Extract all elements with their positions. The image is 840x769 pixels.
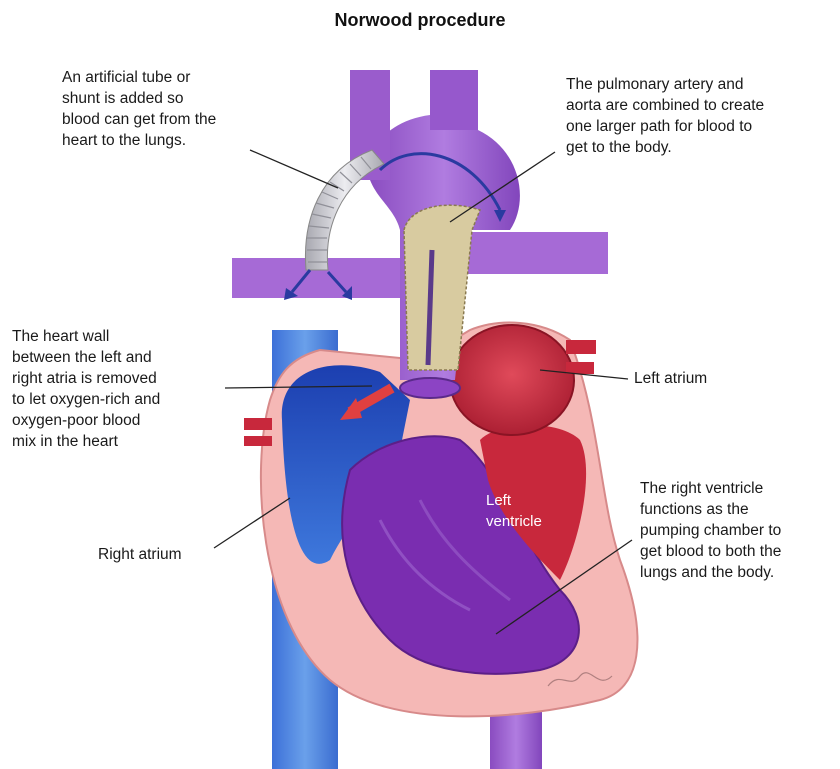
label-pulmonary-aorta: The pulmonary artery and aorta are combi…: [566, 74, 836, 158]
label-shunt: An artificial tube or shunt is added so …: [62, 67, 302, 151]
label-heart-wall: The heart wall between the left and righ…: [12, 326, 232, 452]
valve-ring: [400, 378, 460, 398]
label-right-atrium: Right atrium: [98, 544, 238, 565]
label-left-atrium: Left atrium: [634, 368, 794, 389]
page-title: Norwood procedure: [0, 10, 840, 31]
bt-shunt: [305, 150, 384, 270]
label-left-ventricle: Left ventricle: [486, 490, 576, 532]
label-right-ventricle: The right ventricle functions as the pum…: [640, 478, 840, 583]
